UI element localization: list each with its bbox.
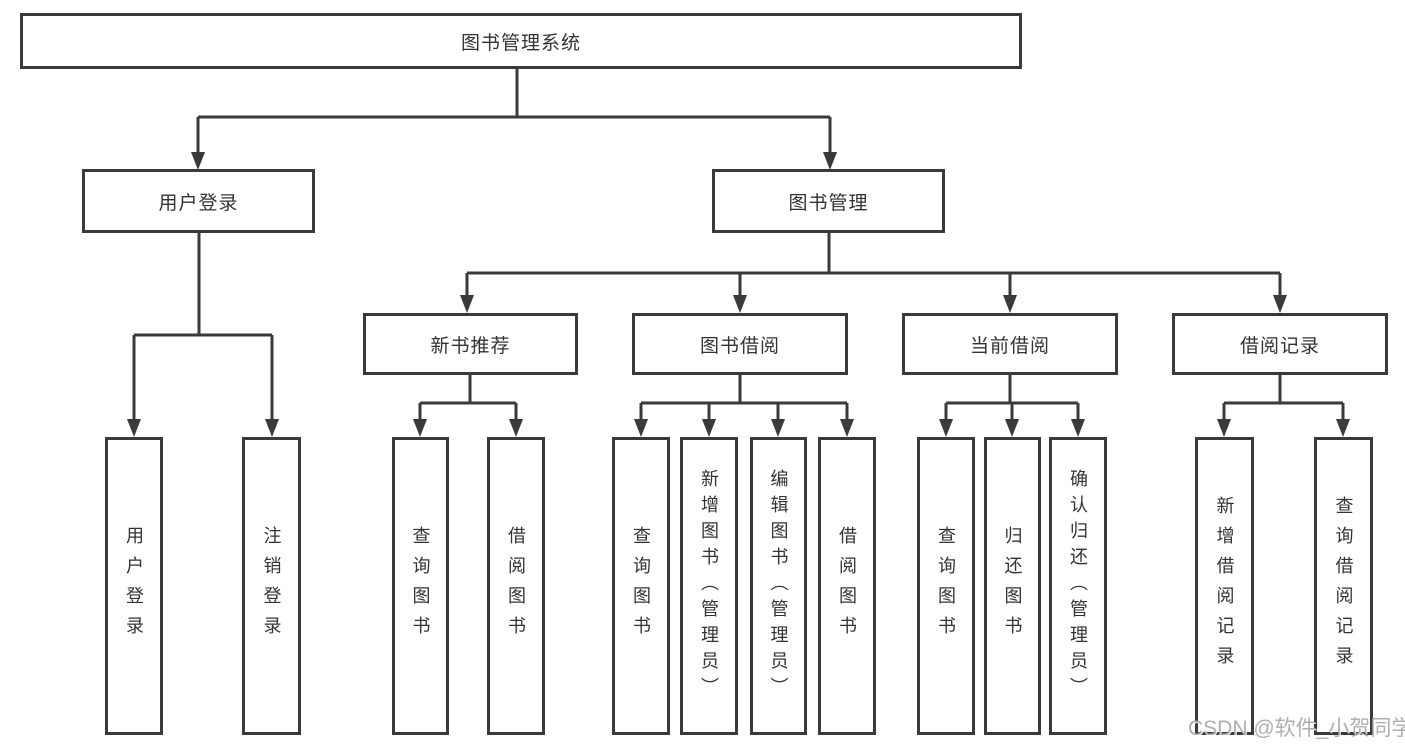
node-borrow-records-label: 借阅记录	[1239, 335, 1320, 357]
node-current-borrow-label: 当前借阅	[969, 335, 1050, 357]
leaf-borrow-query-books: 查询图书	[612, 437, 670, 735]
arrowhead-icon	[702, 419, 716, 437]
leaf-logout: 注销登录	[242, 437, 301, 735]
connector-book-borrow-children	[639, 375, 849, 420]
leaf-confirm-return-admin: 确认归还（管理员）	[1049, 437, 1107, 735]
node-user-login: 用户登录	[82, 169, 315, 233]
node-user-login-label: 用户登录	[158, 192, 239, 214]
arrowhead-icon	[1273, 295, 1287, 313]
arrowhead-icon	[1217, 419, 1231, 437]
leaf-add-books-admin: 新增图书（管理员）	[680, 437, 738, 735]
arrowhead-icon	[634, 419, 648, 437]
connector-new-book-children	[418, 375, 518, 420]
leaf-add-borrow-record: 新增借阅记录	[1195, 437, 1254, 735]
connector-borrow-records-children	[1222, 375, 1345, 420]
arrowhead-icon	[1003, 295, 1017, 313]
arrowhead-icon	[1336, 419, 1350, 437]
leaf-return-books: 归还图书	[984, 437, 1041, 735]
leaf-query-borrow-record: 查询借阅记录	[1314, 437, 1373, 735]
node-book-management: 图书管理	[712, 169, 945, 233]
arrowhead-icon	[733, 295, 747, 313]
arrowhead-icon	[127, 419, 141, 437]
arrowhead-icon	[939, 419, 953, 437]
node-root-label: 图书管理系统	[460, 32, 581, 54]
arrowhead-icon	[823, 152, 837, 170]
leaf-new-book-borrow-books: 借阅图书	[487, 437, 545, 735]
leaf-current-query-books: 查询图书	[917, 437, 975, 735]
node-book-management-label: 图书管理	[788, 192, 869, 214]
arrowhead-icon	[191, 152, 205, 170]
csdn-watermark: CSDN @软件_小贺同学	[1188, 717, 1405, 740]
node-book-borrow: 图书借阅	[632, 313, 848, 375]
node-book-borrow-label: 图书借阅	[699, 335, 780, 357]
arrowhead-icon	[460, 295, 474, 313]
connector-current-borrow-children	[944, 375, 1080, 420]
node-new-book-recommend: 新书推荐	[363, 313, 578, 375]
arrowhead-icon	[1005, 419, 1019, 437]
node-root: 图书管理系统	[20, 13, 1022, 69]
leaf-edit-books-admin: 编辑图书（管理员）	[750, 437, 807, 735]
arrowhead-icon	[1071, 419, 1085, 437]
connector-book-mgmt-to-level3	[465, 233, 1282, 296]
node-new-book-recommend-label: 新书推荐	[430, 335, 511, 357]
arrowhead-icon	[413, 419, 427, 437]
connector-user-login-children	[132, 233, 274, 420]
arrowhead-icon	[265, 419, 279, 437]
leaf-new-book-query-books: 查询图书	[392, 437, 449, 735]
node-borrow-records: 借阅记录	[1172, 313, 1388, 375]
node-current-borrow: 当前借阅	[902, 313, 1118, 375]
connector-root-to-level2	[196, 69, 832, 153]
arrowhead-icon	[771, 419, 785, 437]
leaf-user-login: 用户登录	[105, 437, 163, 735]
arrowhead-icon	[509, 419, 523, 437]
leaf-borrow-borrow-books: 借阅图书	[818, 437, 876, 735]
arrowhead-icon	[840, 419, 854, 437]
